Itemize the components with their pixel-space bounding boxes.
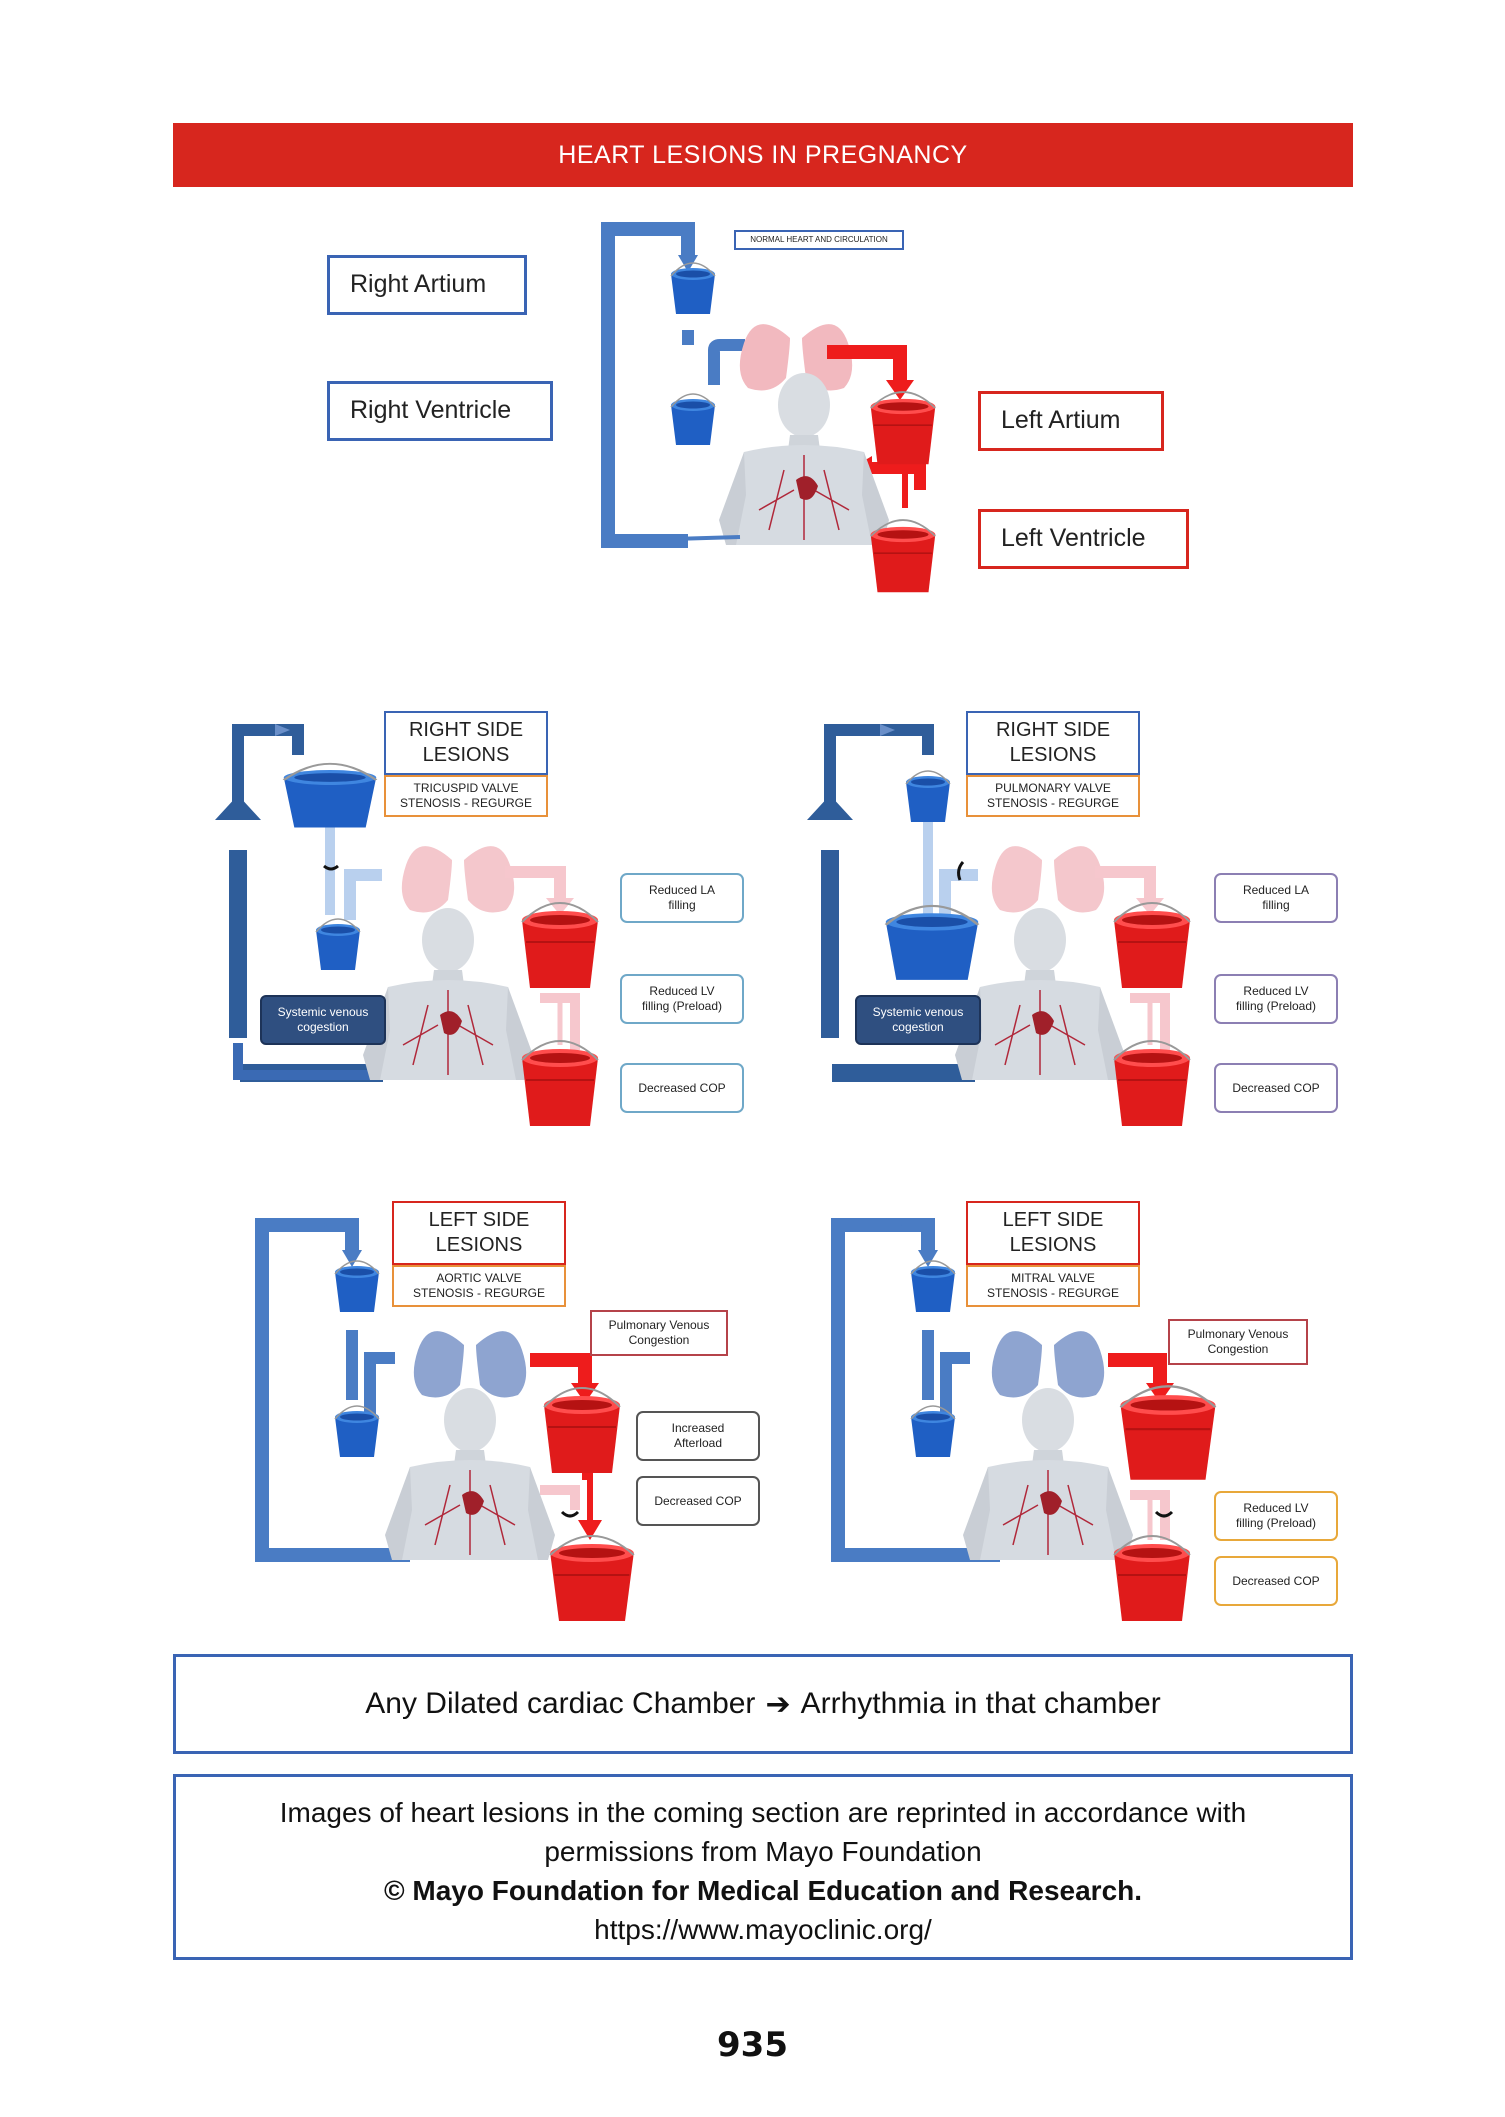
panel-2-side-label: Systemic venous cogestion xyxy=(855,995,981,1045)
panel-3-note-1: Pulmonary Venous Congestion xyxy=(590,1310,728,1356)
panel-tricuspid-diagram xyxy=(215,724,599,1127)
label-right-ventricle: Right Ventricle xyxy=(327,381,553,441)
panel-1-note-2: Reduced LV filling (Preload) xyxy=(620,974,744,1024)
panel-4-note-3: Decreased COP xyxy=(1214,1556,1338,1606)
label-right-atrium: Right Artium xyxy=(327,255,527,315)
panel-3-subtitle: AORTIC VALVE STENOSIS - REGURGE xyxy=(392,1265,566,1307)
panel-pulmonary-diagram xyxy=(807,724,1191,1127)
page-number: 935 xyxy=(717,2025,788,2065)
panel-2-note-2: Reduced LV filling (Preload) xyxy=(1214,974,1338,1024)
panel-4-title: LEFT SIDE LESIONS xyxy=(966,1201,1140,1265)
panel-2-subtitle: PULMONARY VALVE STENOSIS - REGURGE xyxy=(966,775,1140,817)
panel-1-subtitle: TRICUSPID VALVE STENOSIS - REGURGE xyxy=(384,775,548,817)
panel-4-note-1: Pulmonary Venous Congestion xyxy=(1168,1319,1308,1365)
panel-2-title: RIGHT SIDE LESIONS xyxy=(966,711,1140,775)
mayo-link[interactable]: https://www.mayoclinic.org/ xyxy=(594,1914,932,1945)
summary-right: Arrhythmia in that chamber xyxy=(800,1687,1161,1720)
panel-mitral-diagram xyxy=(831,1218,1217,1622)
summary-box: Any Dilated cardiac Chamber ➔ Arrhythmia… xyxy=(173,1654,1353,1754)
normal-circulation-diagram xyxy=(601,222,937,594)
label-left-ventricle: Left Ventricle xyxy=(978,509,1189,569)
panel-1-note-1: Reduced LA filling xyxy=(620,873,744,923)
panel-1-side-label: Systemic venous cogestion xyxy=(260,995,386,1045)
summary-left: Any Dilated cardiac Chamber xyxy=(365,1687,756,1720)
panel-4-subtitle: MITRAL VALVE STENOSIS - REGURGE xyxy=(966,1265,1140,1307)
copyright-line: © Mayo Foundation for Medical Education … xyxy=(383,1875,1143,1906)
panel-4-note-2: Reduced LV filling (Preload) xyxy=(1214,1491,1338,1541)
label-left-atrium: Left Artium xyxy=(978,391,1164,451)
arrow-right-icon: ➔ xyxy=(765,1686,791,1722)
panel-3-title: LEFT SIDE LESIONS xyxy=(392,1201,566,1265)
panel-3-note-2: Increased Afterload xyxy=(636,1411,760,1461)
permissions-line-2: permissions from Mayo Foundation xyxy=(544,1836,982,1867)
panel-aortic-diagram xyxy=(255,1218,635,1623)
panel-3-note-3: Decreased COP xyxy=(636,1476,760,1526)
panel-2-note-3: Decreased COP xyxy=(1214,1063,1338,1113)
panel-1-note-3: Decreased COP xyxy=(620,1063,744,1113)
panel-1-title: RIGHT SIDE LESIONS xyxy=(384,711,548,775)
panel-2-note-1: Reduced LA filling xyxy=(1214,873,1338,923)
page-banner: HEART LESIONS IN PREGNANCY xyxy=(173,123,1353,187)
permissions-box: Images of heart lesions in the coming se… xyxy=(173,1774,1353,1960)
normal-diagram-caption: NORMAL HEART AND CIRCULATION xyxy=(734,230,904,250)
permissions-line-1: Images of heart lesions in the coming se… xyxy=(279,1797,1247,1828)
